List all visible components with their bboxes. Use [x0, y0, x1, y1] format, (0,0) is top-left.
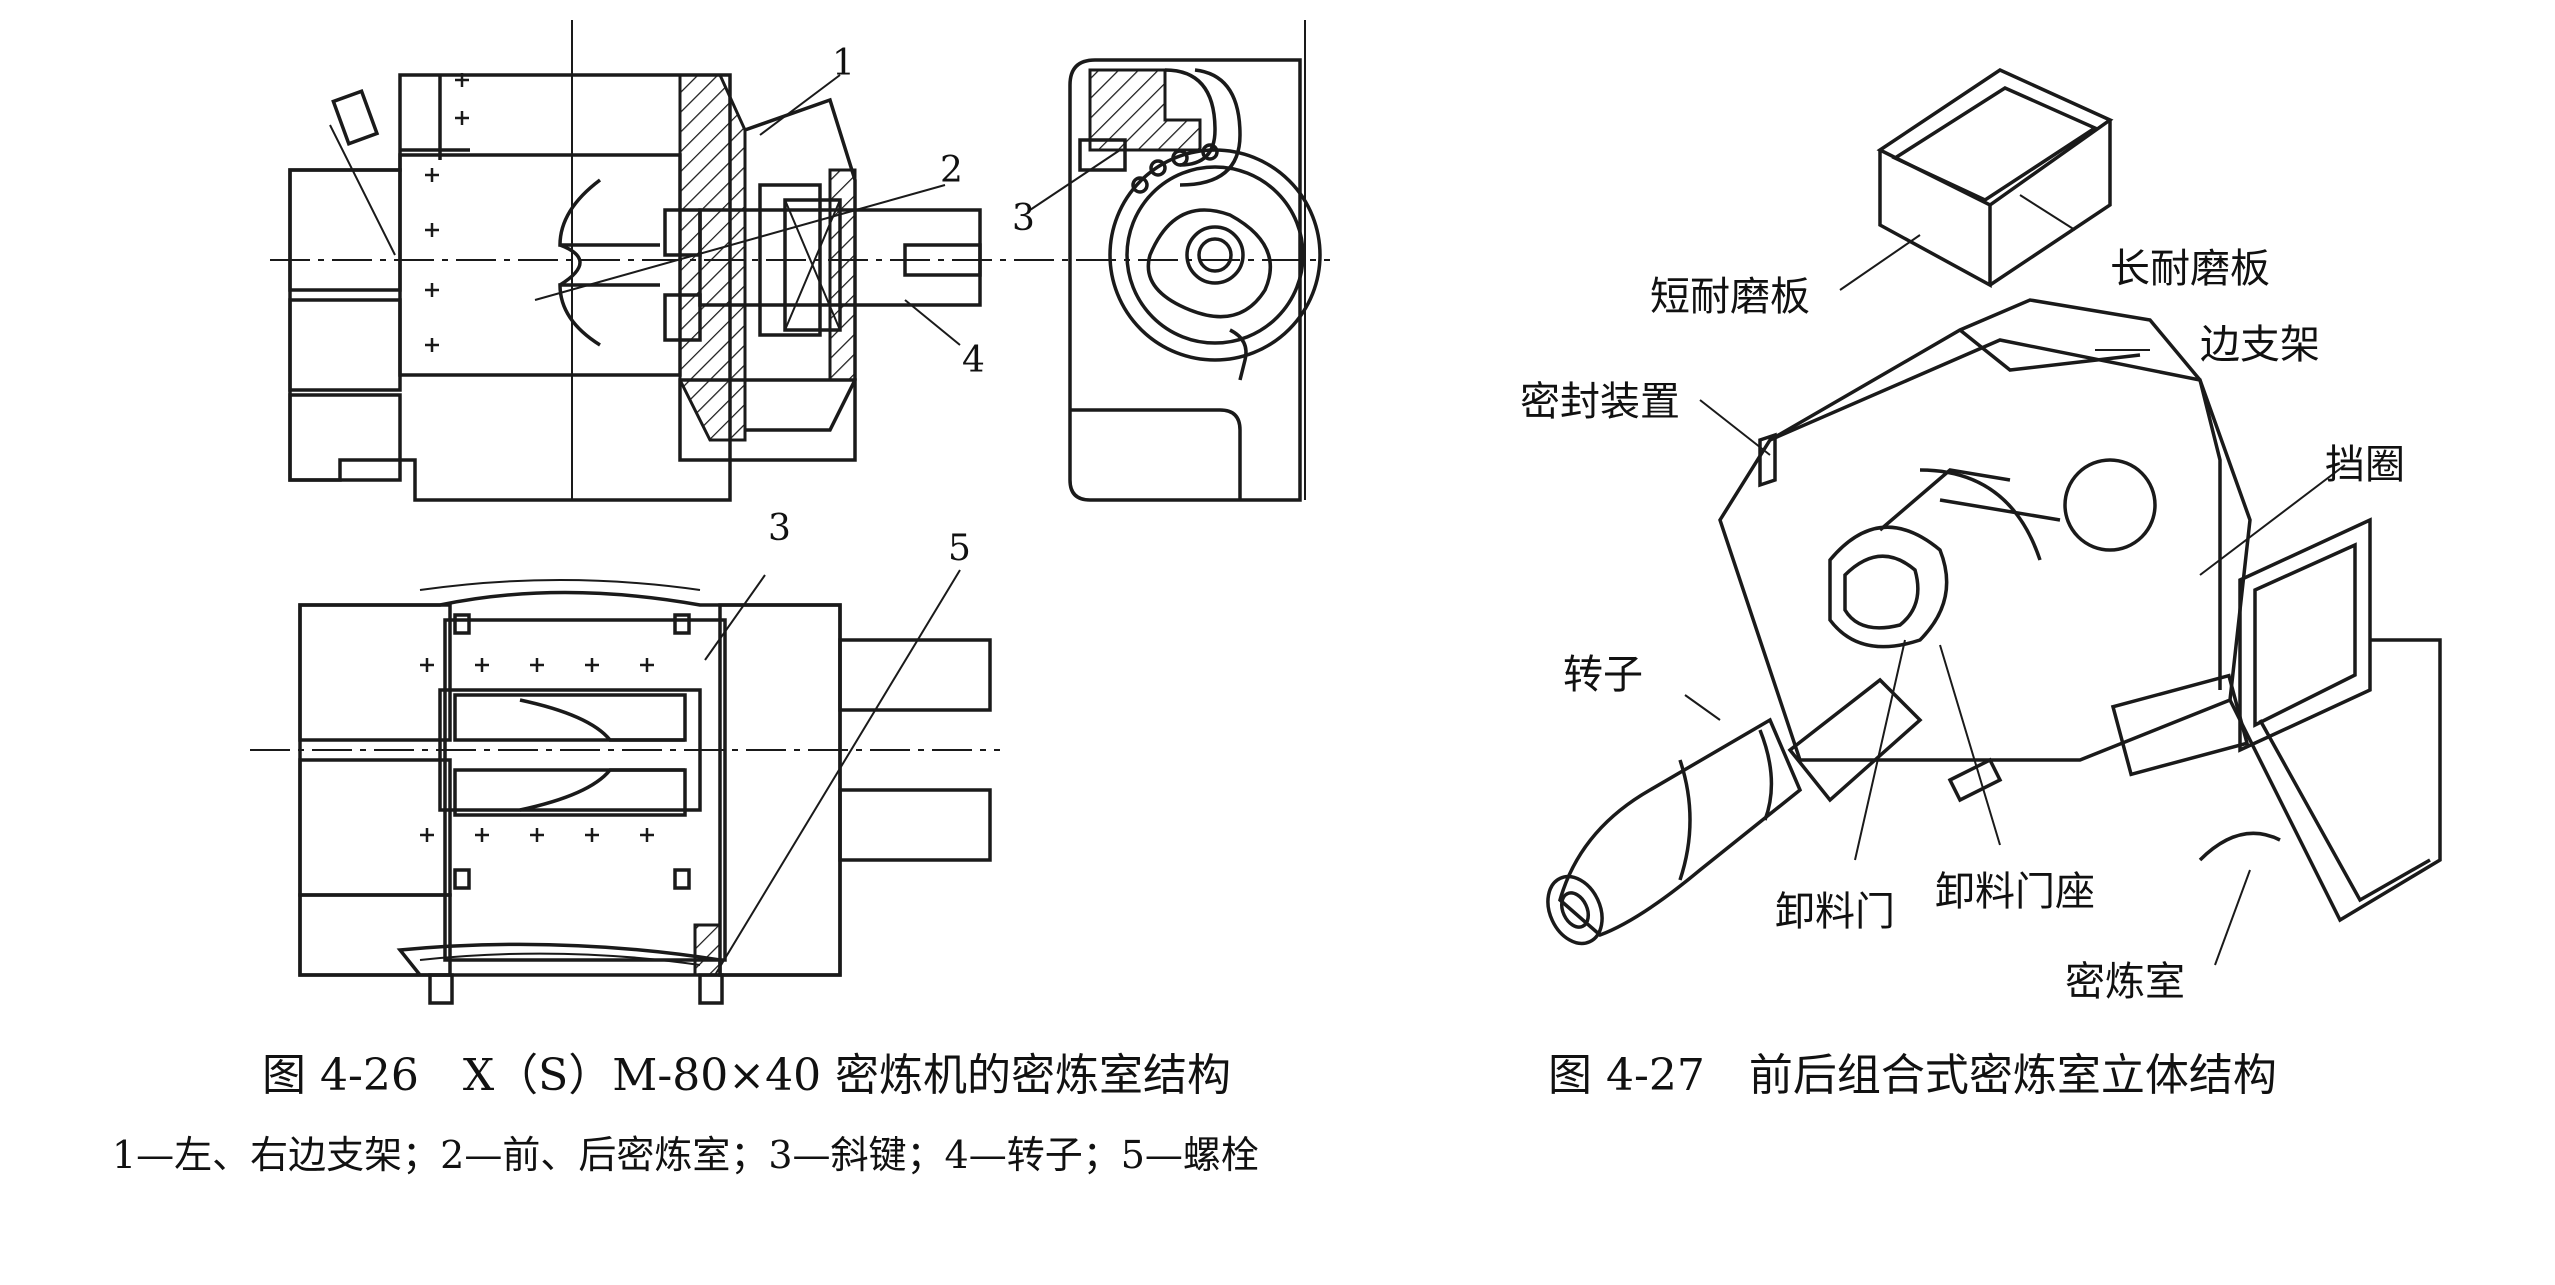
fig26-plan-view: [250, 569, 1000, 1005]
callout-1: 1: [832, 43, 855, 84]
callout-2: 2: [940, 150, 963, 191]
callout-5: 5: [948, 528, 971, 569]
fig26-side-view: [1029, 20, 1322, 502]
label-chamber: 密炼室: [2065, 959, 2185, 1005]
legend-fig-4-26: 1—左、右边支架；2—前、后密炼室；3—斜键；4—转子；5—螺栓: [112, 1133, 1259, 1177]
caption-fig-4-27: 图 4-27 前后组合式密炼室立体结构: [1548, 1050, 2277, 1101]
label-rotor: 转子: [1563, 652, 1643, 698]
label-long-plate: 长耐磨板: [2110, 246, 2270, 292]
fig27-3d-view: [1546, 68, 2442, 966]
callout-3-top: 3: [1012, 198, 1035, 239]
callout-4: 4: [962, 340, 985, 381]
callout-3-bottom: 3: [768, 508, 791, 549]
label-seal-device: 密封装置: [1520, 379, 1680, 425]
caption-fig-4-26: 图 4-26 X（S）M-80×40 密炼机的密炼室结构: [262, 1050, 1231, 1101]
label-door-seat: 卸料门座: [1935, 869, 2095, 915]
label-discharge-door: 卸料门: [1775, 889, 1895, 935]
label-retaining-ring: 挡圈: [2325, 442, 2405, 488]
fig26-top-section: [270, 20, 1330, 502]
label-side-frame: 边支架: [2200, 322, 2320, 368]
label-short-plate: 短耐磨板: [1650, 274, 1810, 320]
